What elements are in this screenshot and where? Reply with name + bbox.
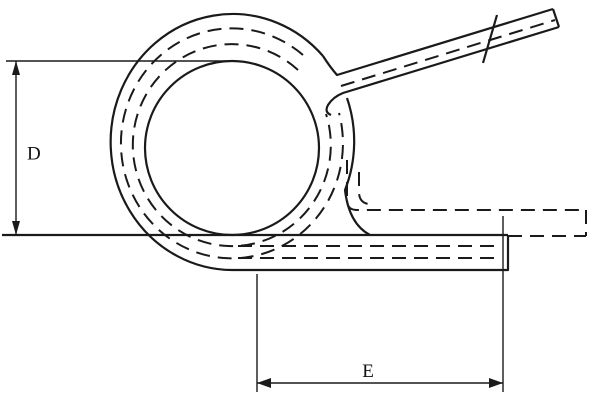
strap-lower-edge-with-curl xyxy=(325,25,560,117)
dimension-e-arrow-right xyxy=(489,378,503,388)
strap-break-mark xyxy=(481,14,499,64)
hidden-band-arc-outer xyxy=(119,27,344,260)
dimension-label-d: D xyxy=(27,144,41,165)
clamp-loop xyxy=(2,12,510,272)
loop-inner-bore xyxy=(143,59,321,237)
closed-strap-bend-edge xyxy=(358,172,369,205)
hidden-band-arc-inner xyxy=(131,43,332,248)
strap-upper-edge xyxy=(322,7,554,77)
loop-outer-edge-and-tab xyxy=(109,12,510,272)
dimension-e: E xyxy=(256,216,504,392)
strap-closed-position-hidden xyxy=(346,160,587,237)
strap-hidden-centerline xyxy=(340,19,556,87)
loop-right-band-transition xyxy=(343,97,371,236)
dimension-e-arrow-left xyxy=(257,378,271,388)
dimension-d-arrow-down xyxy=(12,221,20,235)
dimension-d: D xyxy=(6,60,234,235)
dimension-label-e: E xyxy=(362,361,374,382)
mounting-strap xyxy=(322,7,561,117)
hidden-edges xyxy=(119,27,500,260)
strap-end-cap xyxy=(551,8,561,28)
dimension-d-arrow-up xyxy=(12,61,20,75)
closed-strap-top-edge xyxy=(346,160,586,211)
